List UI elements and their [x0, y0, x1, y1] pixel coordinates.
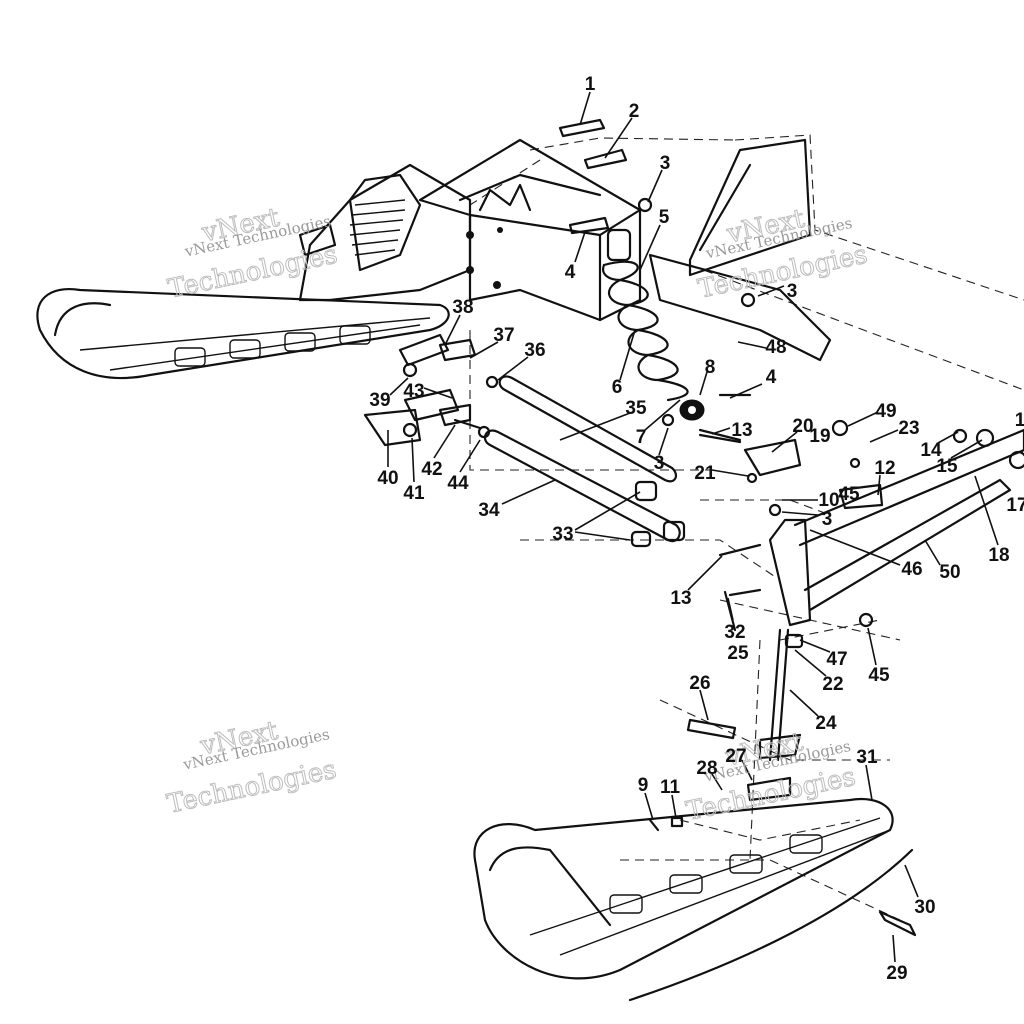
part-callout-34: 34 [478, 500, 500, 521]
watermark-bottom-right: vNext vNext Technologies Technologies [683, 726, 859, 827]
right-ski [473, 797, 917, 1002]
part-callout-41: 41 [403, 483, 425, 504]
part-callout-37: 37 [493, 325, 514, 346]
radius-rod-tubes [483, 375, 686, 548]
part-callout-15: 15 [936, 456, 958, 477]
part-callout-10: 10 [818, 490, 839, 511]
part-callout-29: 29 [886, 963, 907, 984]
part-callout-30: 30 [914, 897, 935, 918]
part-callout-3: 3 [822, 509, 833, 530]
part-callout-4: 4 [766, 367, 777, 388]
part-callout-1: 1 [585, 74, 596, 95]
part-callout-44: 44 [447, 473, 469, 494]
part-callout-45: 45 [868, 665, 890, 686]
part-callout-20: 20 [792, 416, 813, 437]
part-callout-13: 13 [670, 588, 691, 609]
watermark-bottom-left: vNext vNext Technologies Technologies [164, 715, 340, 820]
part-callout-19: 19 [809, 426, 830, 447]
watermark-top-left: vNext vNext Technologies Technologies [165, 202, 341, 305]
part-callout-39: 39 [369, 390, 390, 411]
part-callout-11: 11 [660, 777, 681, 798]
part-callout-14: 14 [920, 440, 942, 461]
part-callout-7: 7 [636, 427, 647, 448]
mounting-bolts [558, 118, 742, 632]
left-bracket-hardware [363, 333, 499, 447]
left-ski-assembly [36, 163, 472, 380]
part-callout-42: 42 [421, 459, 442, 480]
part-callout-46: 46 [901, 559, 922, 580]
part-callout-50: 50 [939, 562, 960, 583]
part-callout-27: 27 [725, 746, 746, 767]
part-callout-3: 3 [787, 281, 798, 302]
spindle-and-steering-arm [637, 197, 1024, 802]
part-callout-35: 35 [625, 398, 647, 419]
part-callout-33: 33 [552, 524, 573, 545]
part-callout-28: 28 [696, 758, 717, 779]
part-callout-6: 6 [612, 377, 623, 398]
part-callout-23: 23 [898, 418, 919, 439]
part-callout-32: 32 [724, 622, 745, 643]
part-callout-12: 12 [874, 458, 895, 479]
part-callout-26: 26 [689, 673, 710, 694]
assembly-reference-lines [469, 134, 1024, 921]
part-callout-3: 3 [654, 453, 665, 474]
callout-leaders [387, 91, 999, 963]
part-callout-45: 45 [838, 484, 860, 505]
part-callout-49: 49 [875, 401, 896, 422]
part-callout-22: 22 [822, 674, 843, 695]
part-callout-8: 8 [705, 357, 716, 378]
part-callout-3: 3 [660, 153, 671, 174]
shock-absorber [602, 228, 705, 421]
part-callout-2: 2 [629, 101, 640, 122]
part-callout-17: 17 [1006, 495, 1024, 516]
part-callout-24: 24 [815, 713, 837, 734]
part-callout-13: 13 [731, 420, 752, 441]
part-callout-9: 9 [638, 775, 649, 796]
front-bulkhead-frame [418, 138, 832, 362]
part-callout-18: 18 [988, 545, 1009, 566]
part-callout-25: 25 [727, 643, 749, 664]
part-callout-4: 4 [565, 262, 576, 283]
part-callout-36: 36 [524, 340, 545, 361]
part-callout-40: 40 [377, 468, 398, 489]
part-callout-48: 48 [765, 337, 786, 358]
part-callout-21: 21 [694, 463, 716, 484]
part-callout-1: 1 [1015, 410, 1024, 431]
part-callout-43: 43 [403, 381, 424, 402]
part-callout-38: 38 [452, 297, 473, 318]
part-callout-31: 31 [856, 747, 878, 768]
part-callout-47: 47 [826, 649, 847, 670]
part-callout-5: 5 [659, 207, 670, 228]
